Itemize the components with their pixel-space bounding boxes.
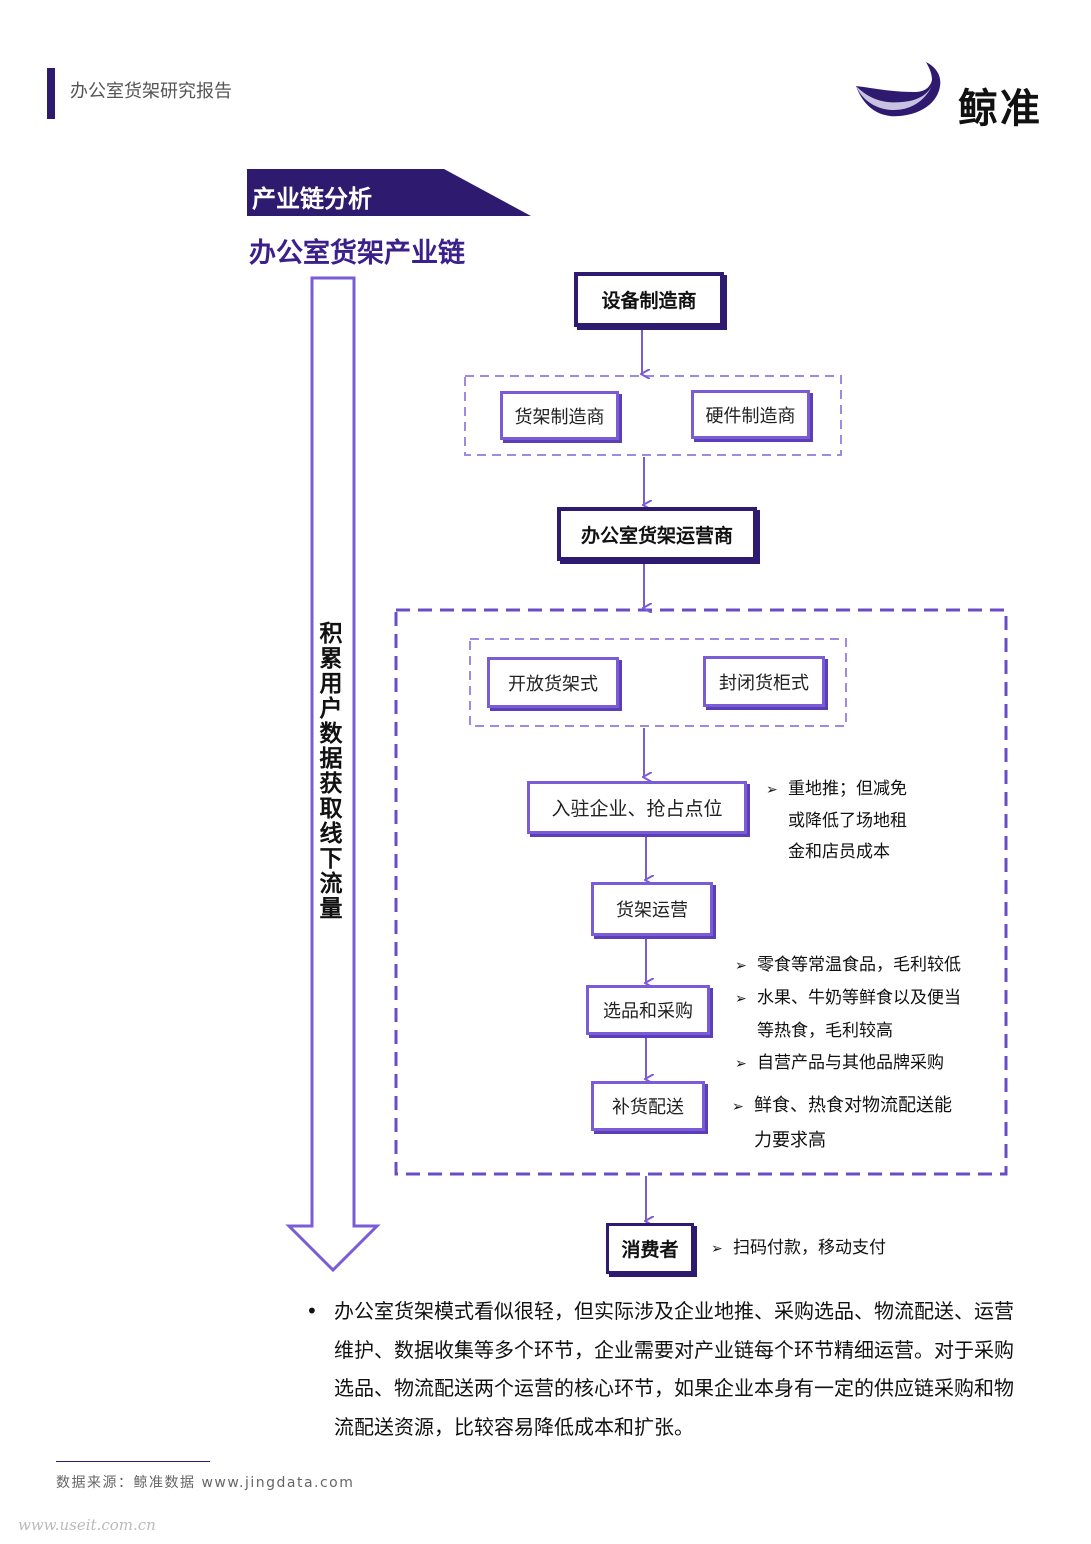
operations-group (394, 608, 1008, 1176)
section-tag: 产业链分析 (252, 185, 372, 213)
arrowhead-icon: ➢ (735, 1056, 747, 1072)
node-closed-cabinet: 封闭货柜式 (703, 656, 825, 707)
node-consumer: 消费者 (606, 1223, 694, 1274)
bullet-dot-icon: • (306, 1299, 318, 1323)
note-enter: ➢重地推；但减免 或降低了场地租 金和店员成本 (766, 774, 907, 868)
node-shelf-operator: 办公室货架运营商 (557, 507, 757, 561)
arrowhead-icon: ➢ (735, 958, 747, 974)
node-shelf-operations: 货架运营 (591, 882, 713, 936)
summary-bullet: • 办公室货架模式看似很轻，但实际涉及企业地推、采购选品、物流配送、运营维护、数… (306, 1292, 1016, 1446)
side-arrow-shape (285, 276, 381, 1273)
arrowhead-icon: ➢ (732, 1099, 744, 1115)
whale-logo-icon (856, 62, 941, 117)
header-accent-bar (47, 68, 55, 119)
summary-text: 办公室货架模式看似很轻，但实际涉及企业地推、采购选品、物流配送、运营维护、数据收… (334, 1299, 1014, 1439)
note-selection: ➢零食等常温食品，毛利较低 ➢水果、牛奶等鲜食以及便当 等热食，毛利较高 ➢自营… (735, 949, 961, 1080)
note-replenish: ➢鲜食、热食对物流配送能 力要求高 (732, 1089, 952, 1158)
node-hardware-maker: 硬件制造商 (691, 390, 810, 439)
brand-name: 鲸准 (958, 86, 1042, 132)
node-shelf-maker: 货架制造商 (500, 391, 619, 440)
section-tag-shape (247, 169, 531, 216)
maker-group (464, 375, 842, 456)
node-enter-enterprise: 入驻企业、抢占点位 (527, 781, 747, 834)
footer-divider (56, 1461, 210, 1462)
report-title: 办公室货架研究报告 (70, 81, 232, 102)
chart-subtitle: 办公室货架产业链 (249, 238, 465, 269)
node-equipment-maker: 设备制造商 (574, 272, 724, 327)
arrowhead-icon: ➢ (766, 782, 778, 798)
mode-group (469, 638, 847, 727)
data-source: 数据来源：鲸准数据 www.jingdata.com (56, 1475, 355, 1491)
arrowhead-icon: ➢ (711, 1241, 723, 1257)
node-selection-purchase: 选品和采购 (586, 985, 710, 1035)
side-arrow-label: 积累用户数据 获取线下流量 (319, 621, 343, 922)
note-consumer: ➢扫码付款，移动支付 (711, 1233, 886, 1265)
node-open-shelf: 开放货架式 (487, 657, 619, 708)
watermark: www.useit.com.cn (18, 1516, 156, 1534)
arrowhead-icon: ➢ (735, 991, 747, 1007)
node-replenish-delivery: 补货配送 (591, 1081, 705, 1131)
